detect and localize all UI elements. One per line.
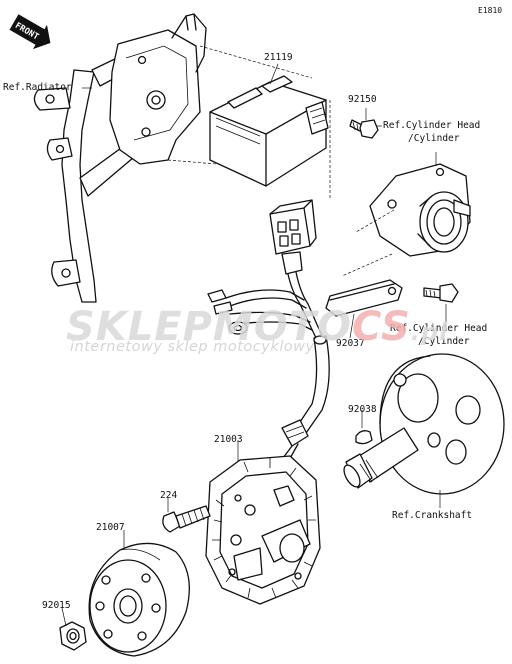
- radiator-bracket: [33, 13, 207, 303]
- cdi-unit: [209, 75, 329, 187]
- diagram-code: E1810: [478, 6, 502, 15]
- label-ref-crankshaft: Ref.Crankshaft: [392, 510, 472, 521]
- nut-92015: [59, 621, 87, 651]
- label-ref-cyl-head-1b: /Cylinder: [408, 133, 460, 144]
- watermark: SKLEPMOTOCS.pl internetowy sklep motocyk…: [66, 304, 448, 355]
- bolt-cylinder-head: [423, 283, 459, 303]
- label-21007: 21007: [96, 522, 125, 533]
- label-ref-cyl-head-2a: Ref.Cylinder Head: [390, 323, 487, 334]
- front-arrow-icon: FRONT: [9, 14, 51, 50]
- label-92150: 92150: [348, 94, 377, 105]
- watermark-brand: SKLEPMOTOCS.pl: [66, 304, 448, 350]
- label-92015: 92015: [42, 600, 71, 611]
- label-ref-cyl-head-1a: Ref.Cylinder Head: [383, 120, 480, 131]
- label-ref-radiator: Ref.Radiator: [3, 82, 72, 93]
- wire-connector: [269, 199, 317, 275]
- label-21003: 21003: [214, 434, 243, 445]
- cylinder-head-boot: [369, 163, 471, 257]
- flywheel-rotor: [88, 542, 190, 657]
- label-92037: 92037: [336, 338, 365, 349]
- bolt-92150: [349, 119, 379, 139]
- watermark-tagline: internetowy sklep motocyklowy: [70, 339, 315, 355]
- stator-plate: [205, 455, 321, 605]
- label-ref-cyl-head-2b: /Cylinder: [418, 336, 470, 347]
- label-92038: 92038: [348, 404, 377, 415]
- label-21119: 21119: [264, 52, 293, 63]
- label-224: 224: [160, 490, 177, 501]
- crankshaft: [343, 353, 505, 495]
- woodruff-key: [355, 430, 373, 445]
- clamp-plate-92037: [325, 279, 403, 317]
- screw-224: [162, 505, 211, 533]
